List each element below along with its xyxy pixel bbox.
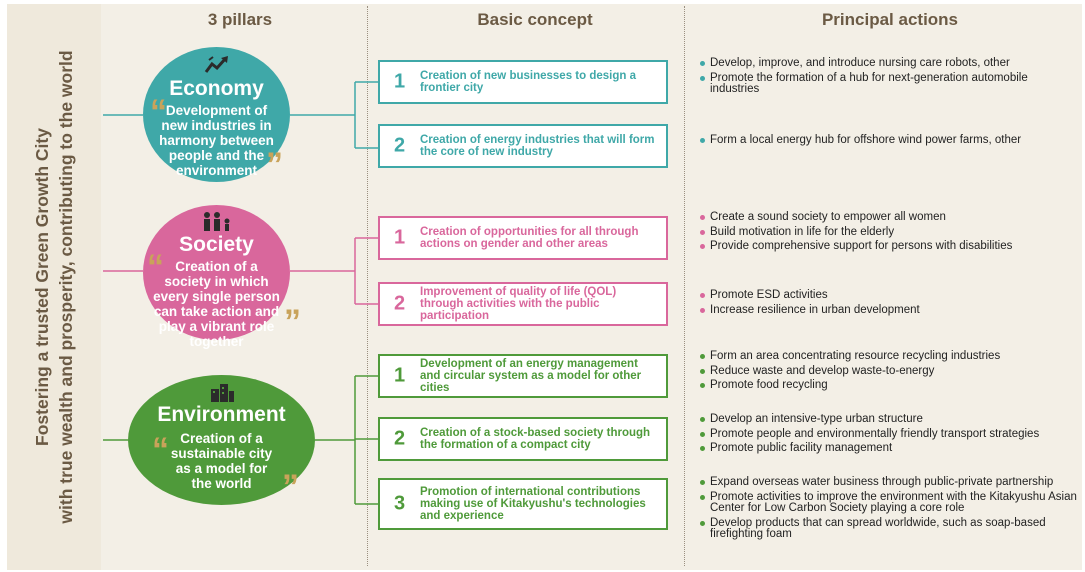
column-divider (684, 6, 685, 566)
action-item: Promote food recycling (700, 379, 1080, 392)
concept-box: 1 Creation of new businesses to design a… (378, 60, 668, 104)
action-list: Develop an intensive-type urban structur… (700, 413, 1080, 458)
quote-open: “ (150, 93, 167, 131)
bullet-dot (700, 215, 705, 220)
bullet-dot (700, 61, 705, 66)
city-building-icon (128, 381, 315, 403)
concept-text: Development of an energy management and … (420, 358, 642, 394)
action-list: Form a local energy hub for offshore win… (700, 134, 1080, 150)
concept-box: 2 Improvement of quality of life (QOL) t… (378, 282, 668, 326)
concept-box: 1 Creation of opportunities for all thro… (378, 216, 668, 260)
action-item: Build motivation in life for the elderly (700, 226, 1080, 239)
pillar-title: Environment (157, 403, 286, 426)
bullet-dot (700, 75, 705, 81)
growth-chart-icon (143, 55, 290, 77)
action-item: Increase resilience in urban development (700, 304, 1080, 317)
action-list: Promote ESD activities Increase resilien… (700, 289, 1080, 319)
action-item: Form an area concentrating resource recy… (700, 350, 1080, 363)
action-item: Develop products that can spread worldwi… (700, 517, 1080, 541)
concept-number: 1 (394, 364, 406, 387)
action-item: Promote people and environmentally frien… (700, 428, 1080, 441)
concept-number: 2 (394, 292, 406, 315)
concept-text: Creation of a stock-based society throug… (420, 427, 651, 451)
concept-number: 1 (394, 226, 406, 249)
side-title: Fostering a trusted Green Growth City wi… (7, 4, 101, 570)
concept-text: Improvement of quality of life (QOL) thr… (420, 286, 617, 322)
concept-number: 1 (394, 70, 406, 93)
concept-number: 2 (394, 134, 406, 157)
concept-text: Creation of new businesses to design a f… (420, 70, 636, 94)
action-item: Develop an intensive-type urban structur… (700, 413, 1080, 426)
bullet-dot (700, 138, 705, 143)
header-basic-concept: Basic concept (477, 10, 593, 29)
family-icon (143, 211, 290, 233)
concept-text: Creation of opportunities for all throug… (420, 226, 639, 250)
quote-close: ” (266, 146, 283, 184)
bullet-dot (700, 307, 705, 313)
pillar-environment: Environment Creation of a sustainable ci… (128, 375, 315, 505)
pillar-title: Society (179, 233, 254, 256)
pillar-description: Creation of a society in which every sin… (153, 259, 280, 349)
action-item: Form a local energy hub for offshore win… (700, 134, 1080, 147)
bullet-dot (700, 293, 705, 298)
quote-close: ” (284, 303, 301, 341)
action-item: Promote ESD activities (700, 289, 1080, 302)
concept-box: 1 Development of an energy management an… (378, 354, 668, 398)
concept-text: Creation of energy industries that will … (420, 134, 655, 158)
pillar-title: Economy (169, 77, 264, 100)
quote-open: “ (147, 248, 164, 286)
pillar-society: Society Creation of a society in which e… (143, 205, 290, 349)
concept-box: 2 Creation of energy industries that wil… (378, 124, 668, 168)
bullet-dot (700, 520, 705, 526)
action-item: Promote public facility management (700, 442, 1080, 455)
action-list: Develop, improve, and introduce nursing … (700, 57, 1080, 99)
concept-text: Promotion of international contributions… (420, 486, 646, 522)
action-item: Provide comprehensive support for person… (700, 240, 1080, 253)
pillar-description: Creation of a sustainable city as a mode… (170, 431, 273, 491)
action-item: Expand overseas water business through p… (700, 476, 1080, 489)
quote-close: ” (282, 468, 299, 506)
concept-box: 3 Promotion of international contributio… (378, 478, 668, 530)
concept-box: 2 Creation of a stock-based society thro… (378, 417, 668, 461)
quote-open: “ (152, 431, 169, 469)
concept-number: 2 (394, 427, 406, 450)
action-item: Create a sound society to empower all wo… (700, 211, 1080, 224)
action-item: Reduce waste and develop waste-to-energy (700, 365, 1080, 378)
bullet-dot (700, 417, 705, 422)
action-item: Promote the formation of a hub for next-… (700, 72, 1080, 96)
pillar-economy: Economy Development of new industries in… (143, 47, 290, 182)
column-divider (367, 6, 368, 566)
bullet-dot (700, 431, 705, 437)
bullet-dot (700, 494, 705, 500)
action-list: Form an area concentrating resource recy… (700, 350, 1080, 395)
header-pillars: 3 pillars (207, 10, 273, 29)
bullet-dot (700, 354, 705, 359)
action-list: Create a sound society to empower all wo… (700, 211, 1080, 256)
bullet-dot (700, 229, 705, 235)
action-list: Expand overseas water business through p… (700, 476, 1080, 544)
bullet-dot (700, 368, 705, 374)
header-principal-actions: Principal actions (821, 10, 959, 29)
concept-number: 3 (394, 492, 406, 515)
bullet-dot (700, 480, 705, 485)
action-item: Develop, improve, and introduce nursing … (700, 57, 1080, 70)
bullet-dot (700, 446, 705, 451)
action-item: Promote activities to improve the enviro… (700, 491, 1080, 515)
pillar-description: Development of new industries in harmony… (159, 103, 274, 178)
bullet-dot (700, 244, 705, 249)
bullet-dot (700, 383, 705, 388)
